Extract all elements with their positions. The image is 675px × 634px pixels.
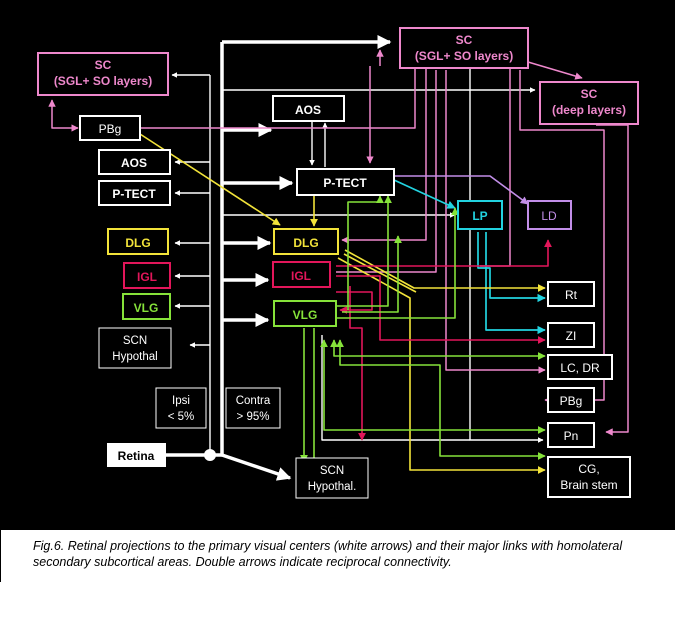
- igl-links: [336, 239, 552, 441]
- contra-label-1: Contra: [236, 395, 271, 407]
- scn-left-label-2: Hypothal: [112, 351, 157, 363]
- aos-center-label: AOS: [295, 103, 321, 117]
- ptect-left-box: P-TECT: [98, 180, 171, 206]
- dlg-left-label: DLG: [125, 236, 150, 250]
- caption-rule: [0, 530, 1, 582]
- pbg-left-label: PBg: [99, 122, 122, 136]
- vlg-links: [300, 195, 546, 463]
- ptect-left-label: P-TECT: [112, 187, 156, 201]
- cg-box: CG, Brain stem: [547, 456, 631, 498]
- scn-center-label-1: SCN: [320, 465, 344, 477]
- aos-center-box: AOS: [272, 95, 345, 122]
- scn-left-label-1: SCN: [123, 335, 147, 347]
- caption-text: Fig.6. Retinal projections to the primar…: [33, 539, 623, 569]
- dlg-center-box: DLG: [273, 228, 339, 255]
- dlg-center-label: DLG: [293, 236, 318, 250]
- pn-box: Pn: [547, 422, 595, 448]
- igl-center-label: IGL: [291, 269, 311, 283]
- zi-box: ZI: [547, 322, 595, 348]
- scn-center-label-2: Hypothal.: [308, 481, 357, 493]
- sc-deep-label-2: (deep layers): [552, 103, 626, 117]
- sc-left-label-2: (SGL+ SO layers): [54, 74, 152, 88]
- retina-label: Retina: [118, 449, 155, 463]
- lp-box: LP: [457, 200, 503, 230]
- ipsi-label-1: Ipsi: [172, 395, 190, 407]
- cg-label-1: CG,: [578, 462, 599, 476]
- figure-caption: Fig.6. Retinal projections to the primar…: [0, 530, 675, 634]
- pn-label: Pn: [564, 429, 579, 443]
- sc-top-box: SC (SGL+ SO layers): [399, 27, 529, 69]
- lcdr-label: LC, DR: [560, 361, 600, 375]
- sc-top-label-2: (SGL+ SO layers): [415, 49, 513, 63]
- igl-center-box: IGL: [272, 261, 331, 288]
- vlg-center-box: VLG: [273, 300, 337, 327]
- retina-box: Retina: [107, 443, 166, 467]
- dlg-left-box: DLG: [107, 228, 169, 255]
- sc-left-box: SC (SGL+ SO layers): [37, 52, 169, 96]
- igl-left-box: IGL: [123, 262, 171, 289]
- sc-deep-label-1: SC: [581, 87, 598, 101]
- sc-top-label-1: SC: [456, 33, 473, 47]
- sc-deep-box: SC (deep layers): [539, 81, 639, 125]
- ipsi-box: Ipsi < 5%: [155, 387, 207, 429]
- pbg-right-label: PBg: [560, 394, 583, 408]
- aos-left-box: AOS: [98, 149, 171, 175]
- pbg-right-box: PBg: [547, 387, 595, 413]
- retina-node: [204, 449, 216, 461]
- scn-left-box: SCN Hypothal: [98, 327, 172, 369]
- lcdr-box: LC, DR: [547, 354, 613, 380]
- retinal-contra-trunk: [165, 35, 392, 481]
- lp-label: LP: [472, 209, 487, 223]
- ptect-center-label: P-TECT: [323, 176, 367, 190]
- contra-box: Contra > 95%: [225, 387, 281, 429]
- ld-box: LD: [527, 200, 572, 230]
- zi-label: ZI: [566, 329, 577, 343]
- rt-label: Rt: [565, 288, 578, 302]
- vlg-left-box: VLG: [122, 293, 171, 320]
- cg-label-2: Brain stem: [560, 478, 617, 492]
- retinal-projection-diagram: SC (SGL+ SO layers) SC (SGL+ SO layers) …: [0, 0, 675, 530]
- aos-left-label: AOS: [121, 156, 147, 170]
- sc-left-label-1: SC: [95, 58, 112, 72]
- ld-links: [394, 175, 529, 205]
- igl-left-label: IGL: [137, 270, 157, 284]
- rt-box: Rt: [547, 281, 595, 307]
- lp-links: [393, 179, 546, 335]
- ptect-center-box: P-TECT: [296, 168, 395, 196]
- ipsi-label-2: < 5%: [168, 411, 195, 423]
- ld-label: LD: [541, 209, 557, 223]
- pbg-left-box: PBg: [79, 115, 141, 141]
- vlg-center-label: VLG: [293, 308, 318, 322]
- contra-label-2: > 95%: [237, 411, 270, 423]
- scn-center-box: SCN Hypothal.: [295, 457, 369, 499]
- vlg-left-label: VLG: [134, 301, 159, 315]
